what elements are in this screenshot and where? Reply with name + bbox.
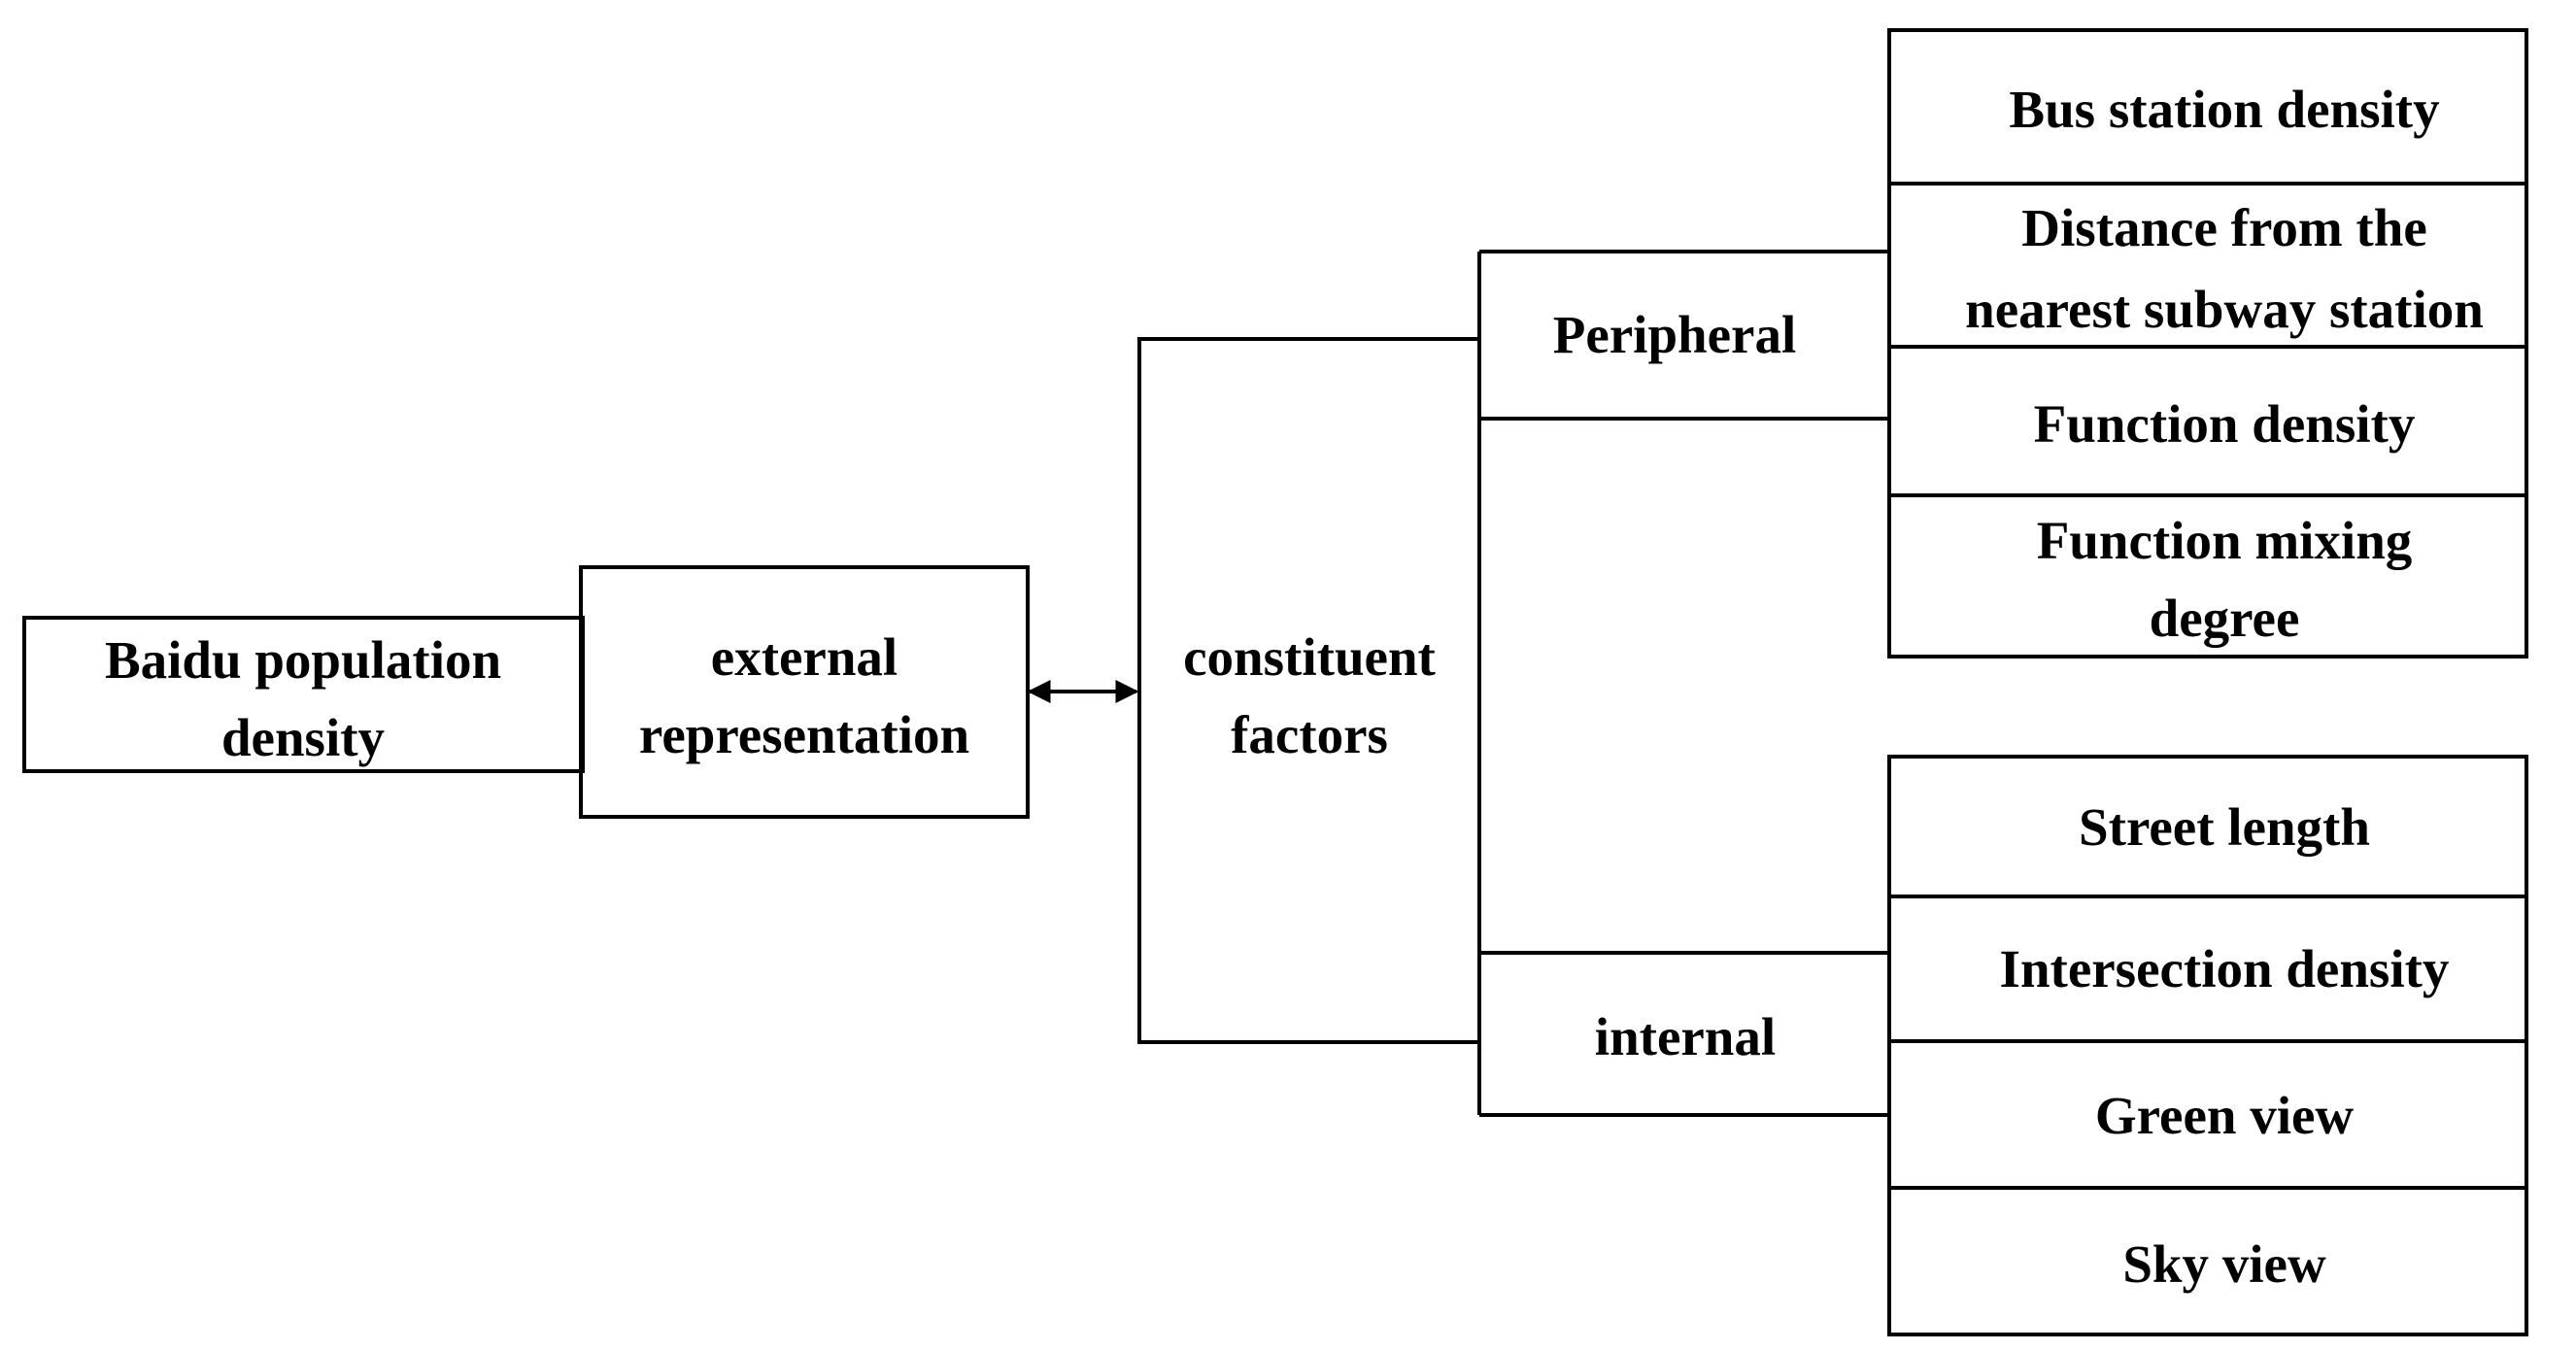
factor-sky-view: Sky view xyxy=(2122,1234,2326,1294)
peripheral-bracket xyxy=(1477,250,1889,421)
factor-function-mixing-line-1: Function mixing xyxy=(2037,511,2413,570)
constituent-label-line-2: factors xyxy=(1231,705,1388,764)
factor-function-mixing-line-2: degree xyxy=(2150,589,2300,648)
internal-label: internal xyxy=(1595,1007,1776,1066)
root-label-line-1: Baidu population xyxy=(105,630,501,690)
factor-function-density: Function density xyxy=(2034,394,2416,454)
factor-green-view: Green view xyxy=(2095,1086,2355,1145)
peripheral-factor-box xyxy=(1887,493,2528,659)
factor-distance-subway-line-2: nearest subway station xyxy=(1965,280,2484,339)
internal-bracket xyxy=(1477,419,1889,1117)
factor-distance-subway-line-1: Distance from the xyxy=(2021,198,2427,257)
external-label-line-2: representation xyxy=(639,705,969,764)
factor-street-length: Street length xyxy=(2079,797,2370,857)
external-representation-box xyxy=(579,565,1030,819)
factor-bus-station-density: Bus station density xyxy=(2009,80,2439,139)
internal-factor-box xyxy=(1887,1186,2528,1336)
constituent-bracket xyxy=(1137,337,1479,1044)
root-label-line-2: density xyxy=(221,708,385,767)
constituent-label-line-1: constituent xyxy=(1183,627,1436,687)
factor-intersection-density: Intersection density xyxy=(2000,939,2450,998)
external-label-line-1: external xyxy=(711,627,898,687)
peripheral-label: Peripheral xyxy=(1553,305,1796,364)
